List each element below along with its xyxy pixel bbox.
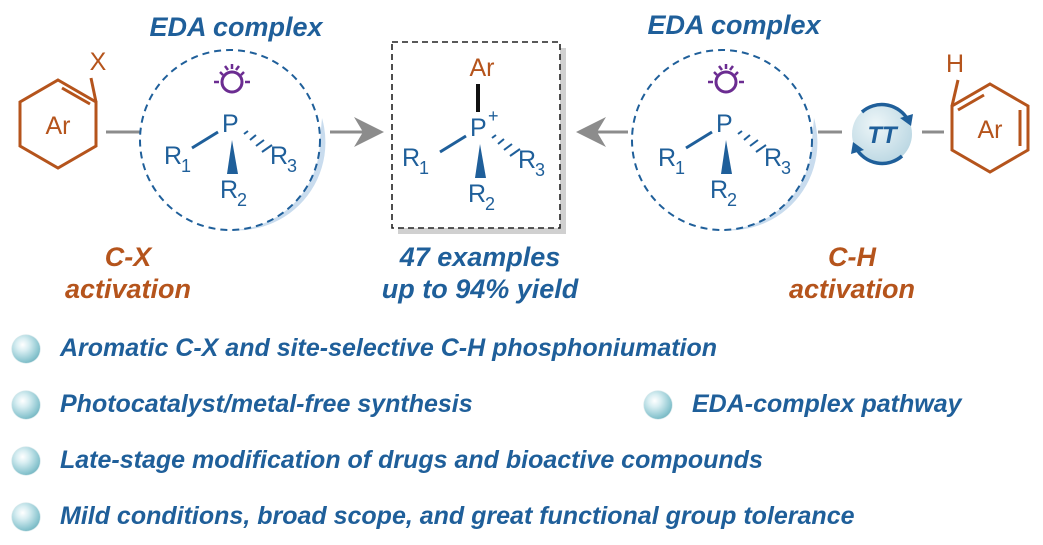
right-r3: R: [764, 144, 782, 172]
left-phosphine: P R 1 R 2 R 3: [164, 110, 297, 210]
right-r1: R: [658, 144, 676, 172]
bullet-sphere-icon: [12, 334, 40, 363]
right-r3-sub: 3: [781, 158, 791, 178]
right-eda-heading: EDA complex: [647, 10, 821, 40]
feature-item: EDA-complex pathway: [644, 390, 962, 419]
left-r1: R: [164, 142, 182, 170]
phosphonium-product: Ar P + R 1 R 2 R 3: [402, 54, 545, 214]
left-eda-complex: [139, 49, 326, 231]
left-p-atom: P: [222, 110, 239, 138]
leaving-group-label: X: [90, 48, 107, 76]
feature-text: Aromatic C-X and site-selective C-H phos…: [60, 334, 718, 362]
feature-text: EDA-complex pathway: [692, 390, 962, 418]
product-aryl: Ar: [470, 54, 495, 82]
feature-item: Photocatalyst/metal-free synthesis: [12, 390, 473, 419]
product-p-atom: P: [470, 114, 487, 142]
bullet-sphere-icon: [12, 502, 40, 531]
left-r3: R: [270, 142, 288, 170]
left-eda-heading: EDA complex: [149, 12, 323, 42]
right-aryl-ring: Ar: [950, 82, 1030, 174]
left-r1-sub: 1: [181, 156, 191, 176]
left-r2-sub: 2: [237, 190, 247, 210]
feature-item: Aromatic C-X and site-selective C-H phos…: [12, 334, 717, 363]
feature-text: Late-stage modification of drugs and bio…: [60, 446, 763, 474]
light-bulb-icon: [214, 64, 250, 94]
light-bulb-icon: [708, 64, 744, 94]
right-p-atom: P: [716, 110, 733, 138]
right-phosphine: P R 1 R 2 R 3: [658, 110, 791, 210]
product-charge: +: [488, 106, 499, 126]
right-activation-line2: activation: [789, 274, 915, 304]
right-ring-label: Ar: [978, 116, 1003, 144]
thianthrene-cycle-icon: TT: [851, 102, 913, 166]
product-r1-sub: 1: [419, 158, 429, 178]
tt-label: TT: [867, 122, 899, 149]
bullet-sphere-icon: [644, 390, 672, 419]
right-r2: R: [710, 176, 728, 204]
right-r1-sub: 1: [675, 158, 685, 178]
feature-list: Aromatic C-X and site-selective C-H phos…: [0, 328, 1043, 545]
max-yield: up to 94% yield: [382, 274, 579, 304]
right-activation-line1: C-H: [828, 242, 876, 272]
product-box: [391, 41, 566, 234]
feature-item: Mild conditions, broad scope, and great …: [12, 502, 855, 531]
product-r2: R: [468, 180, 486, 208]
feature-text: Mild conditions, broad scope, and great …: [60, 502, 855, 530]
left-activation-line1: C-X: [105, 242, 153, 272]
c-h-bond: [950, 79, 960, 107]
right-eda-complex: [631, 49, 818, 231]
product-r1: R: [402, 144, 420, 172]
bullet-sphere-icon: [12, 390, 40, 419]
bullet-sphere-icon: [12, 446, 40, 475]
product-r2-sub: 2: [485, 194, 495, 214]
left-activation-line2: activation: [65, 274, 191, 304]
left-ring-label: Ar: [46, 112, 71, 140]
product-r3: R: [518, 146, 536, 174]
feature-text: Photocatalyst/metal-free synthesis: [60, 390, 473, 418]
c-x-bond: [89, 77, 98, 103]
examples-count: 47 examples: [399, 242, 561, 272]
feature-item: Late-stage modification of drugs and bio…: [12, 446, 763, 475]
hydrogen-label: H: [946, 50, 964, 78]
right-r2-sub: 2: [727, 190, 737, 210]
left-r2: R: [220, 176, 238, 204]
left-r3-sub: 3: [287, 156, 297, 176]
left-aryl-ring: Ar: [18, 78, 98, 170]
product-r3-sub: 3: [535, 160, 545, 180]
